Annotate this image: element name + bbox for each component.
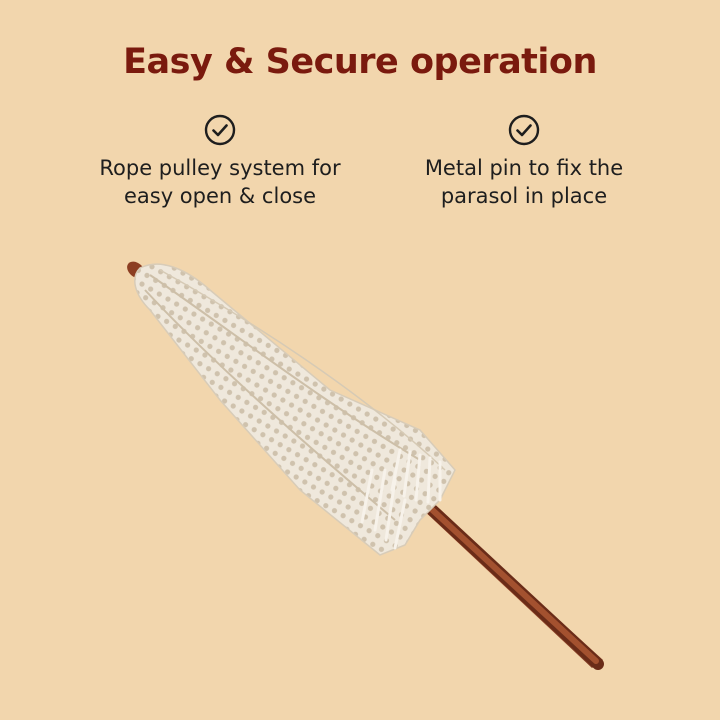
check-circle-icon xyxy=(508,114,540,146)
feature-text: Rope pulley system for easy open & close xyxy=(99,156,341,208)
feature-text: Metal pin to fix the parasol in place xyxy=(424,156,624,208)
page-title: Easy & Secure operation xyxy=(123,42,597,82)
feature-metal-pin: Metal pin to fix the parasol in place xyxy=(364,110,684,210)
check-circle-icon xyxy=(204,114,236,146)
feature-rope-pulley: Rope pulley system for easy open & close xyxy=(60,110,380,210)
